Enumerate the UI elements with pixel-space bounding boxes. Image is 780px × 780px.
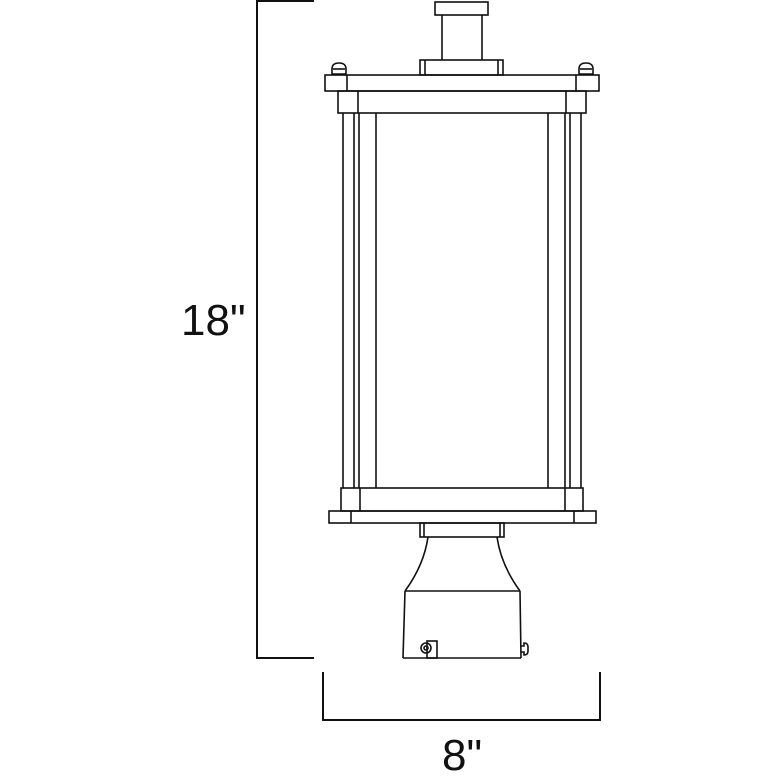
corner-post-right [547, 113, 582, 488]
width-dimension-line [322, 672, 601, 721]
bottom-frame-plate [328, 510, 597, 524]
width-dimension-label: 8" [442, 731, 483, 780]
height-dimension-line [256, 0, 314, 659]
top-frame-band [337, 90, 587, 114]
height-dimension-label: 18" [181, 296, 246, 345]
flared-fitter [404, 536, 521, 592]
set-screw-front [420, 640, 438, 659]
screw-right [578, 62, 594, 75]
top-collar [419, 59, 504, 76]
glass-panel [377, 114, 547, 487]
screw-left [331, 62, 347, 75]
post-sleeve [402, 590, 522, 659]
corner-post-left [342, 113, 377, 488]
top-neck [441, 15, 483, 60]
top-frame-plate [324, 74, 600, 92]
bottom-frame-band [340, 487, 584, 512]
set-screw-side [521, 642, 529, 656]
base-collar [419, 522, 505, 538]
top-cap [434, 1, 489, 16]
